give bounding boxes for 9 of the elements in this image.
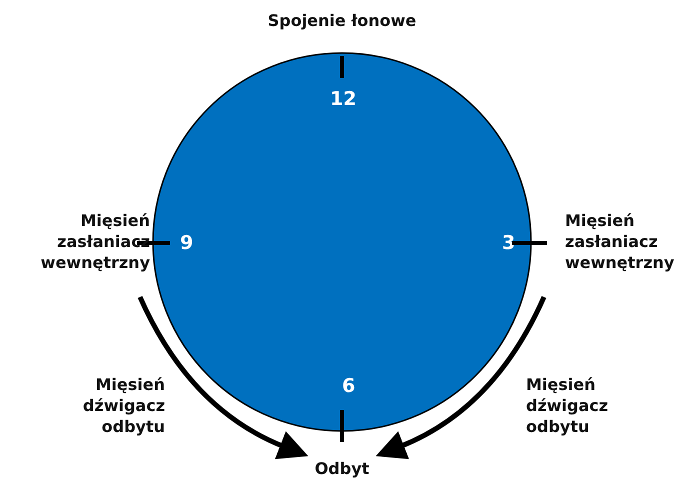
anatomy-label: Mięsień zasłaniacz wewnętrzny <box>565 210 675 273</box>
anatomy-label: Odbyt <box>314 458 370 479</box>
anatomy-label: Mięsień dźwigacz odbytu <box>82 374 165 437</box>
anatomy-label: Spojenie łonowe <box>266 10 418 31</box>
clock-number: 6 <box>342 375 356 397</box>
clock-number: 9 <box>180 232 194 254</box>
anatomy-label: Mięsień dźwigacz odbytu <box>526 374 610 437</box>
clock-number: 12 <box>330 88 356 110</box>
clock-number: 3 <box>502 232 516 254</box>
